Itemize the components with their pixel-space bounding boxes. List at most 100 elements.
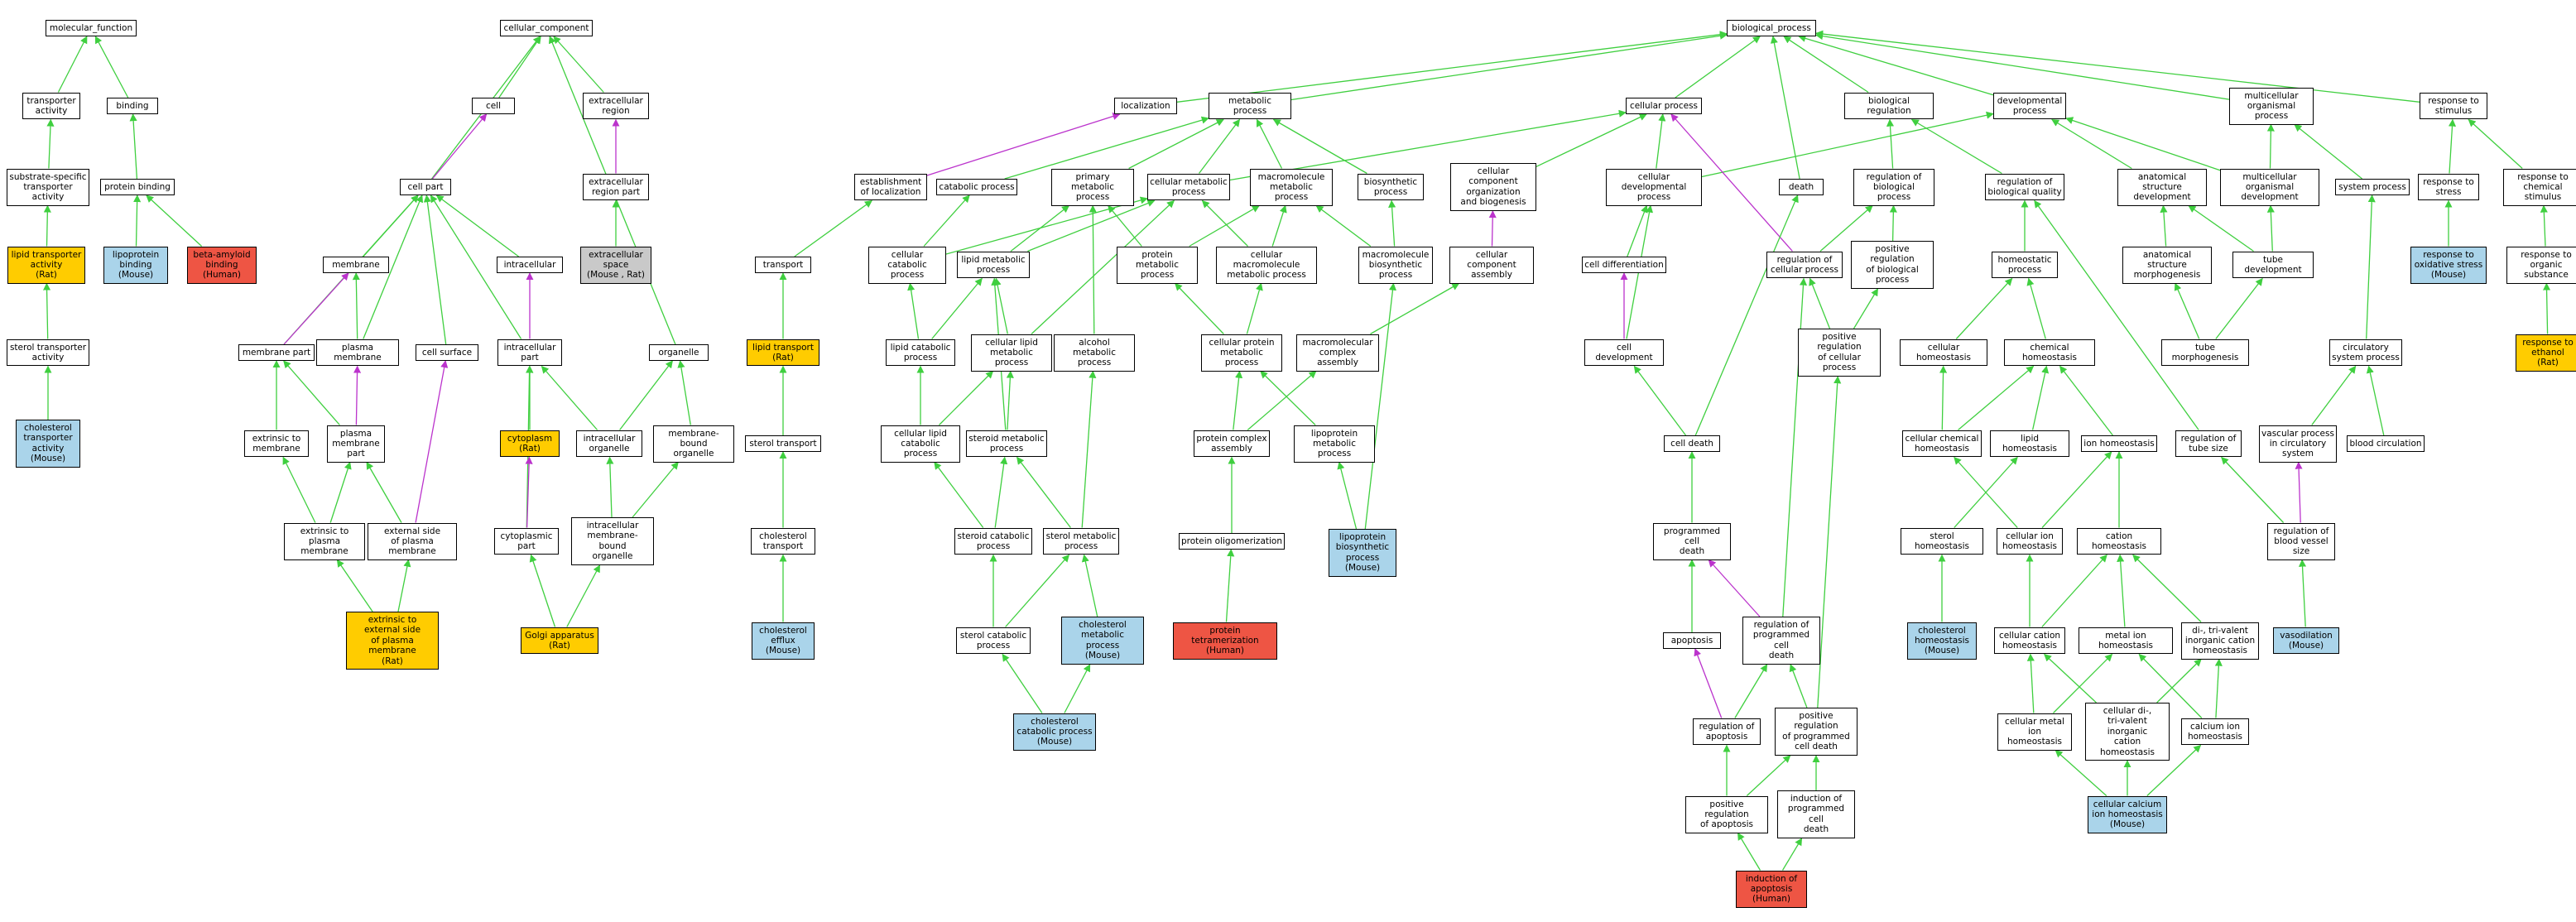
go-term-st[interactable]: sterol transport bbox=[745, 435, 821, 453]
go-term-mop[interactable]: multicellular organismal process bbox=[2229, 87, 2314, 125]
go-term-ccob[interactable]: cellular component organization and biog… bbox=[1450, 163, 1536, 211]
go-term-lta[interactable]: lipid transporter activity (Rat) bbox=[7, 246, 85, 284]
go-term-cproc[interactable]: cellular process bbox=[1626, 98, 1702, 115]
go-term-dp[interactable]: developmental process bbox=[1993, 92, 2066, 120]
go-term-em[interactable]: extrinsic to membrane bbox=[244, 430, 309, 458]
go-term-org[interactable]: organelle bbox=[649, 344, 709, 362]
go-term-chh[interactable]: cholesterol homeostasis (Mouse) bbox=[1907, 622, 1977, 660]
go-term-vaso[interactable]: vasodilation (Mouse) bbox=[2273, 627, 2339, 655]
go-term-ccath[interactable]: cellular cation homeostasis bbox=[1994, 627, 2065, 655]
go-term-dtih[interactable]: di-, tri-valent inorganic cation homeost… bbox=[2181, 622, 2259, 660]
go-term-ta[interactable]: transporter activity bbox=[22, 92, 80, 120]
go-term-catp[interactable]: catabolic process bbox=[936, 179, 1017, 196]
go-term-io[interactable]: intracellular organelle bbox=[576, 430, 642, 458]
go-term-cch[interactable]: cellular chemical homeostasis bbox=[1902, 430, 1982, 458]
go-term-cdeath[interactable]: cell death bbox=[1664, 435, 1720, 453]
go-term-slcp[interactable]: sterol catabolic process bbox=[956, 627, 1031, 655]
go-term-csp[interactable]: circulatory system process bbox=[2329, 339, 2402, 367]
go-term-cca[interactable]: cellular component assembly bbox=[1449, 246, 1534, 284]
go-term-ccp[interactable]: cellular catabolic process bbox=[868, 246, 946, 284]
go-term-rbq[interactable]: regulation of biological quality bbox=[1985, 173, 2064, 201]
go-term-rbp[interactable]: regulation of biological process bbox=[1853, 168, 1934, 206]
go-term-bab[interactable]: beta-amyloid binding (Human) bbox=[187, 246, 257, 284]
go-term-ct[interactable]: cholesterol transport bbox=[751, 527, 815, 555]
go-term-mih[interactable]: metal ion homeostasis bbox=[2079, 627, 2173, 655]
go-term-lt[interactable]: lipid transport (Rat) bbox=[747, 339, 819, 367]
go-term-chcp[interactable]: cholesterol catabolic process (Mouse) bbox=[1013, 713, 1096, 751]
go-term-chmp[interactable]: cholesterol metabolic process (Mouse) bbox=[1061, 617, 1144, 665]
go-term-ccaih[interactable]: cellular calcium ion homeostasis (Mouse) bbox=[2088, 795, 2167, 833]
go-term-mmp[interactable]: macromolecule metabolic process bbox=[1250, 168, 1333, 206]
go-term-caih[interactable]: calcium ion homeostasis bbox=[2181, 718, 2249, 746]
go-term-lmp[interactable]: lipid metabolic process bbox=[957, 251, 1030, 279]
go-term-intrap[interactable]: intracellular part bbox=[497, 339, 562, 367]
go-term-cc[interactable]: cellular_component bbox=[500, 20, 593, 37]
go-term-cdtih[interactable]: cellular di-, tri-valent inorganic catio… bbox=[2085, 703, 2170, 761]
go-term-pm[interactable]: plasma membrane bbox=[316, 339, 399, 367]
go-term-tm[interactable]: tube morphogenesis bbox=[2161, 339, 2249, 367]
go-term-rchem[interactable]: response to chemical stimulus bbox=[2503, 168, 2576, 206]
go-term-sp[interactable]: system process bbox=[2335, 179, 2410, 196]
go-term-iapop[interactable]: induction of apoptosis (Human) bbox=[1736, 870, 1807, 908]
go-term-slmp[interactable]: sterol metabolic process bbox=[1043, 527, 1119, 555]
go-term-ros[interactable]: response to oxidative stress (Mouse) bbox=[2410, 246, 2487, 284]
go-term-lb[interactable]: lipoprotein binding (Mouse) bbox=[103, 246, 168, 284]
go-term-pmp2[interactable]: primary metabolic process bbox=[1051, 168, 1134, 206]
go-term-cath[interactable]: cation homeostasis bbox=[2077, 527, 2161, 555]
go-term-rstress[interactable]: response to stress bbox=[2418, 173, 2479, 201]
go-term-bsp[interactable]: biosynthetic process bbox=[1358, 173, 1424, 201]
go-term-breg[interactable]: biological regulation bbox=[1844, 92, 1934, 120]
go-term-lpmp[interactable]: lipoprotein metabolic process bbox=[1294, 425, 1375, 463]
go-term-rtsz[interactable]: regulation of tube size bbox=[2175, 430, 2242, 458]
go-term-prcp[interactable]: positive regulation of cellular process bbox=[1798, 329, 1881, 377]
go-term-cell[interactable]: cell bbox=[472, 98, 515, 115]
go-term-asd[interactable]: anatomical structure development bbox=[2117, 168, 2207, 206]
go-term-rpcd[interactable]: regulation of programmed cell death bbox=[1742, 617, 1820, 665]
go-term-pt[interactable]: protein tetramerization (Human) bbox=[1173, 622, 1277, 660]
go-term-espm[interactable]: external side of plasma membrane bbox=[368, 522, 457, 560]
go-term-binding[interactable]: binding bbox=[107, 98, 158, 115]
go-term-prpcd[interactable]: positive regulation of programmed cell d… bbox=[1775, 708, 1858, 756]
go-term-clmp[interactable]: cellular lipid metabolic process bbox=[971, 334, 1052, 372]
go-term-rcp[interactable]: regulation of cellular process bbox=[1766, 251, 1843, 279]
go-term-mbp[interactable]: macromolecule biosynthetic process bbox=[1358, 246, 1433, 284]
go-term-apop[interactable]: apoptosis bbox=[1663, 632, 1721, 650]
go-term-loc[interactable]: localization bbox=[1114, 98, 1177, 115]
go-term-asm[interactable]: anatomical structure morphogenesis bbox=[2122, 246, 2212, 284]
go-term-memp[interactable]: membrane part bbox=[238, 344, 315, 362]
go-term-ecs[interactable]: extracellular space (Mouse , Rat) bbox=[580, 246, 651, 284]
go-term-cih[interactable]: cellular ion homeostasis bbox=[1997, 527, 2063, 555]
go-term-mod[interactable]: multicellular organismal development bbox=[2220, 168, 2319, 206]
go-term-epm[interactable]: extrinsic to plasma membrane bbox=[284, 522, 365, 560]
go-term-mem[interactable]: membrane bbox=[323, 257, 389, 274]
go-term-prapop[interactable]: positive regulation of apoptosis bbox=[1685, 795, 1768, 833]
go-term-cytop[interactable]: cytoplasmic part bbox=[494, 527, 559, 555]
go-term-mf[interactable]: molecular_function bbox=[46, 20, 137, 37]
go-term-eol[interactable]: establishment of localization bbox=[854, 173, 927, 201]
go-term-death[interactable]: death bbox=[1779, 179, 1824, 196]
go-term-cmmp[interactable]: cellular macromolecule metabolic process bbox=[1216, 246, 1317, 284]
go-term-ce[interactable]: cholesterol efflux (Mouse) bbox=[752, 622, 815, 660]
go-term-prbp[interactable]: positive regulation of biological proces… bbox=[1851, 241, 1934, 289]
go-term-lcp[interactable]: lipid catabolic process bbox=[886, 339, 955, 367]
go-term-rapop[interactable]: regulation of apoptosis bbox=[1693, 718, 1761, 746]
go-term-cmih[interactable]: cellular metal ion homeostasis bbox=[1997, 713, 2072, 751]
go-term-cpmp[interactable]: cellular protein metabolic process bbox=[1201, 334, 1282, 372]
go-term-sta[interactable]: sterol transporter activity bbox=[7, 339, 89, 367]
go-term-stmp[interactable]: steroid metabolic process bbox=[966, 430, 1047, 458]
go-term-eespm[interactable]: extrinsic to external side of plasma mem… bbox=[346, 612, 439, 670]
go-term-td[interactable]: tube development bbox=[2232, 251, 2314, 279]
go-term-chemh[interactable]: chemical homeostasis bbox=[2004, 339, 2095, 367]
go-term-pcd[interactable]: programmed cell death bbox=[1653, 522, 1731, 560]
go-term-cdev[interactable]: cell development bbox=[1584, 339, 1664, 367]
go-term-lh[interactable]: lipid homeostasis bbox=[1990, 430, 2069, 458]
go-term-ecrp[interactable]: extracellular region part bbox=[583, 173, 649, 201]
go-term-cyto[interactable]: cytoplasm (Rat) bbox=[500, 430, 560, 458]
go-term-hp[interactable]: homeostatic process bbox=[1992, 251, 2058, 279]
go-term-ih[interactable]: ion homeostasis bbox=[2081, 435, 2157, 453]
go-term-intra[interactable]: intracellular bbox=[497, 257, 563, 274]
go-term-ssta[interactable]: substrate-specific transporter activity bbox=[7, 168, 89, 206]
go-term-pmp[interactable]: plasma membrane part bbox=[327, 425, 385, 463]
go-term-rbvs[interactable]: regulation of blood vessel size bbox=[2267, 522, 2335, 560]
go-term-pb[interactable]: protein binding bbox=[100, 179, 175, 196]
